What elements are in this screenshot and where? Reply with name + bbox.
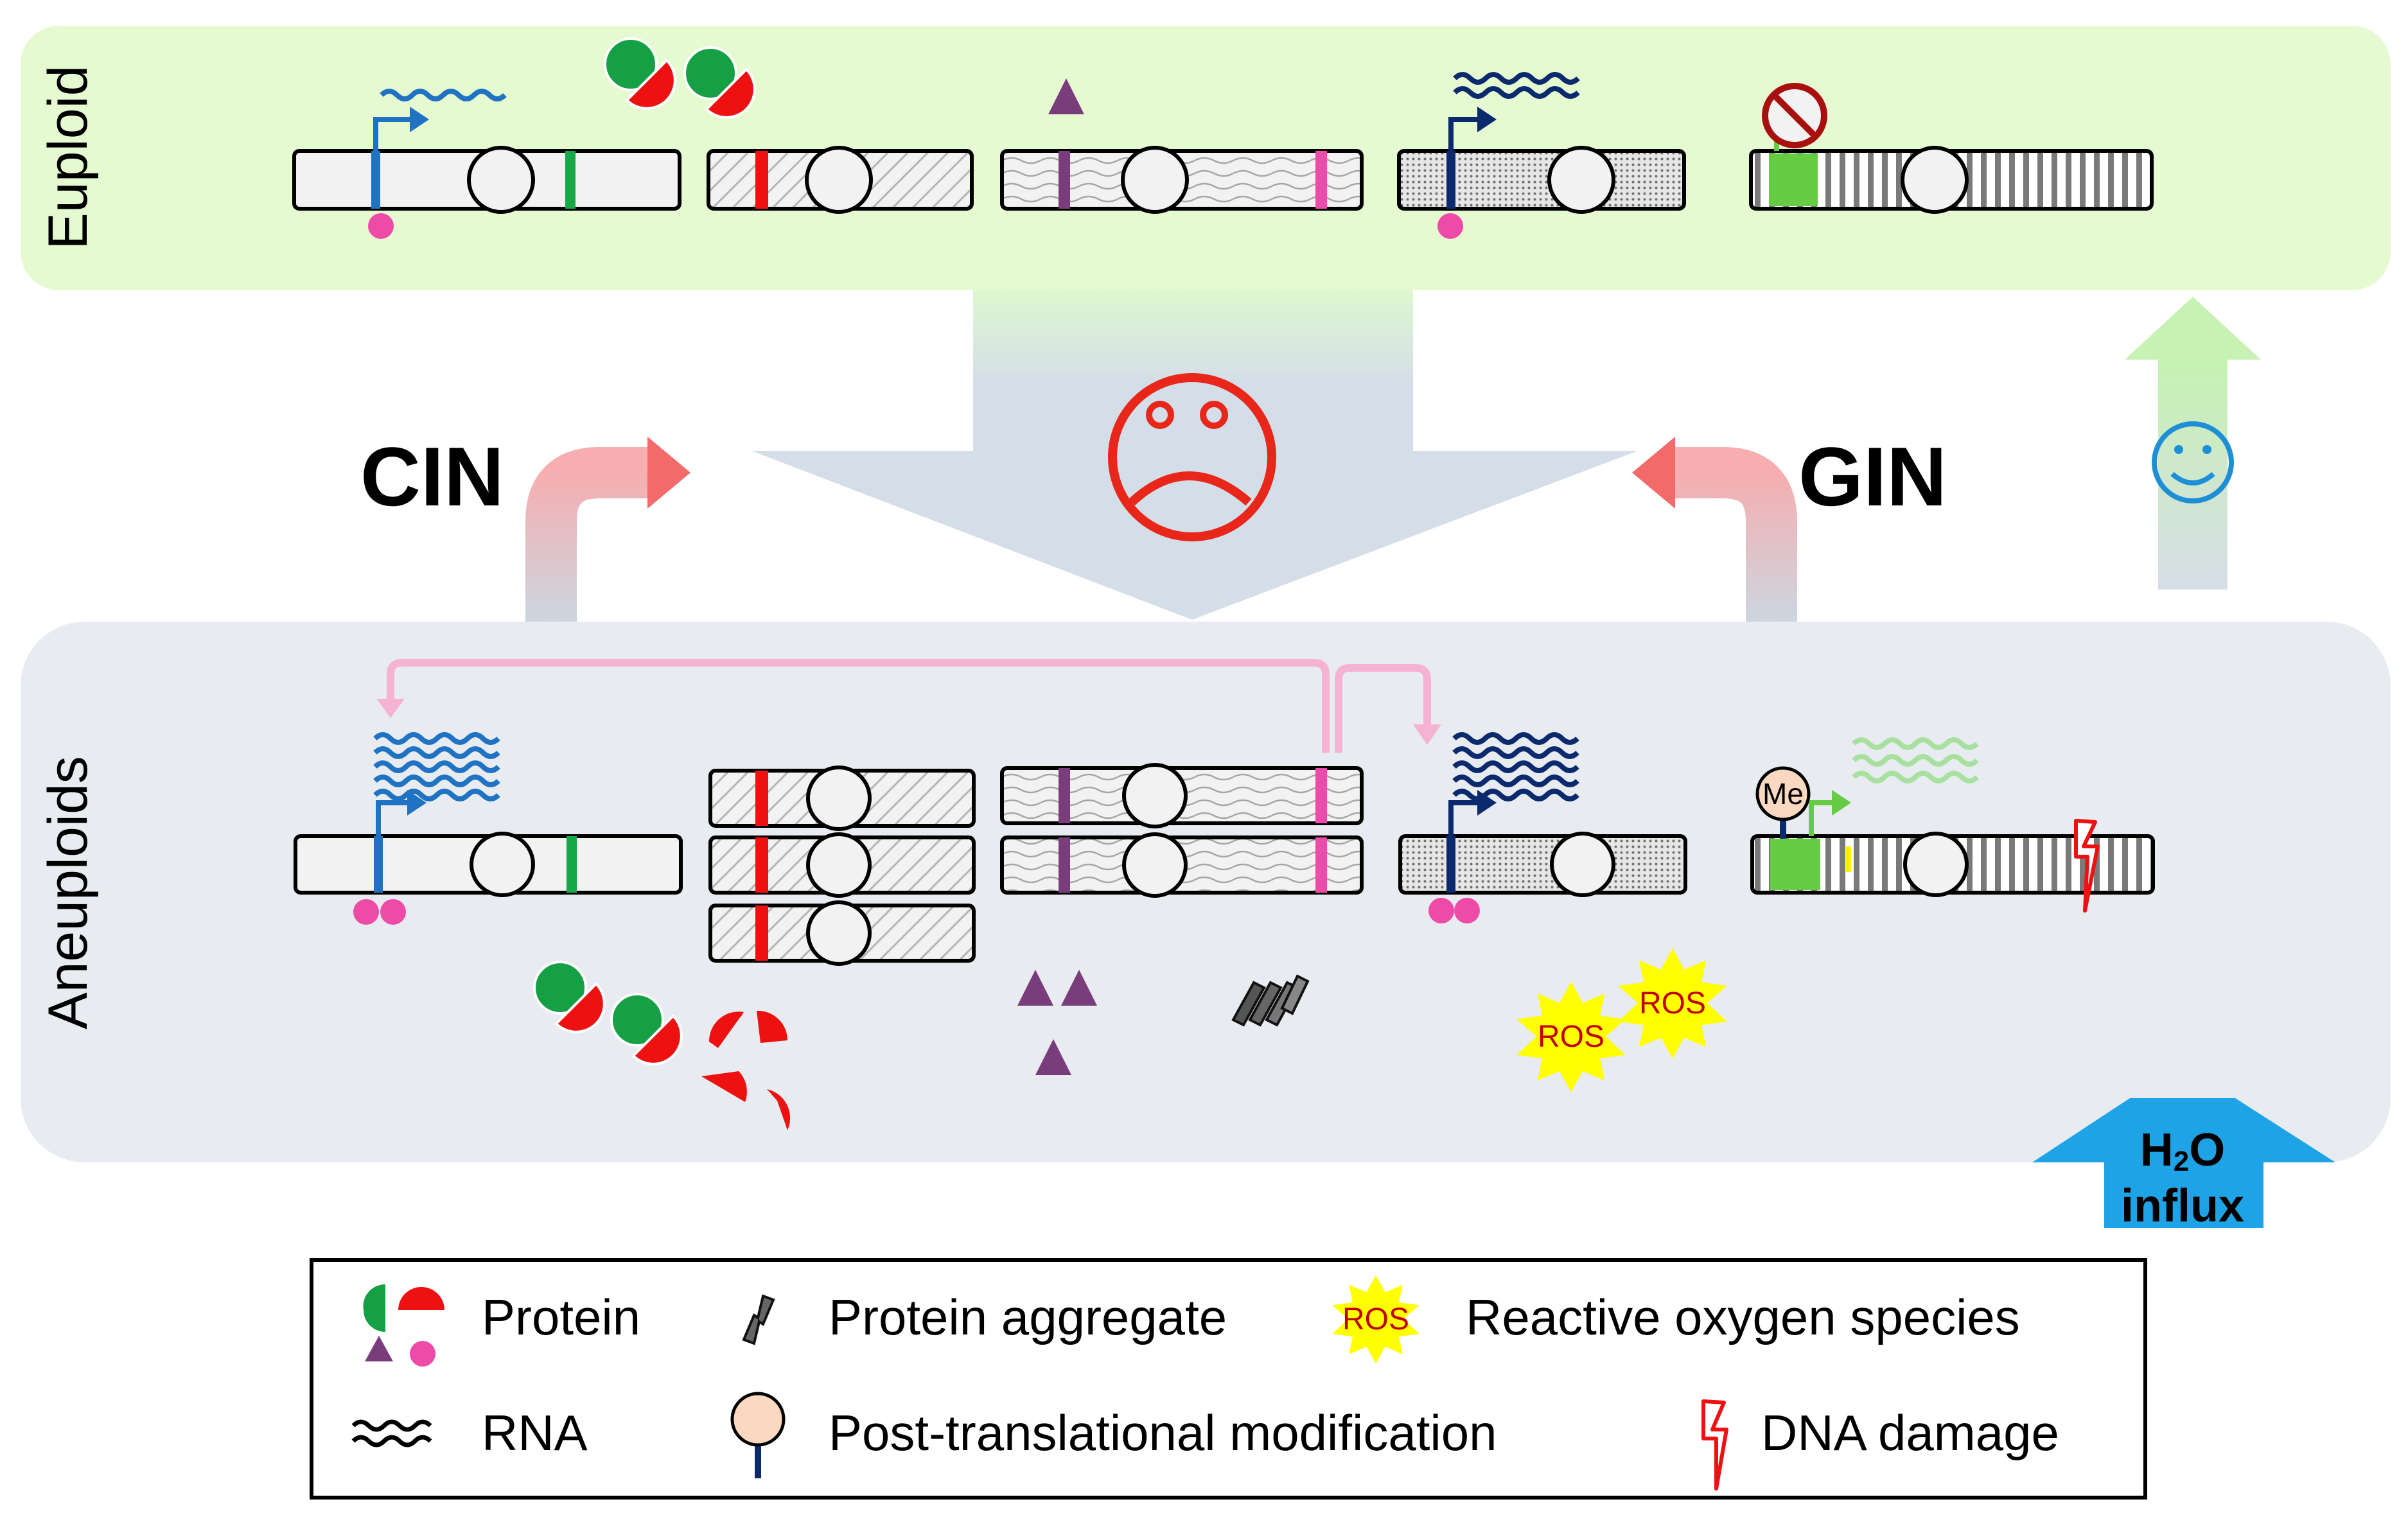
legend-ptm-icon xyxy=(730,1392,786,1478)
sad-face-icon xyxy=(1108,373,1276,541)
ros-label: ROS xyxy=(1538,1020,1604,1054)
cin-arrow xyxy=(525,437,690,622)
prohibited-icon xyxy=(1762,83,1827,148)
legend-ros-icon: ROS xyxy=(1332,1275,1419,1364)
euploid-chromosome-3 xyxy=(1000,146,1364,214)
euploid-chromosome-2 xyxy=(707,146,974,214)
ros-burst: ROS xyxy=(1618,948,1727,1059)
aneuploid-chromosome-3-copies xyxy=(1000,763,1364,898)
methyl-ptm-icon: Me xyxy=(1755,766,1811,839)
legend: Protein Protein aggregate ROS Reactive o… xyxy=(310,1258,2147,1500)
ros-label: ROS xyxy=(1639,986,1706,1020)
aneuploids-label: Aneuploids xyxy=(37,756,99,1029)
aneuploid-chromosome-5: Me xyxy=(1750,740,2155,913)
aneuploid-chromosome-1 xyxy=(294,735,683,925)
legend-protein-label: Protein xyxy=(482,1289,640,1345)
legend-aggregate-label: Protein aggregate xyxy=(829,1289,1227,1345)
euploid-label: Euploid xyxy=(37,66,99,250)
legend-dna-damage-label: DNA damage xyxy=(1761,1404,2059,1461)
gin-arrow xyxy=(1632,437,1797,622)
legend-aggregate-icon xyxy=(742,1294,775,1345)
ros-burst: ROS xyxy=(1516,981,1626,1092)
legend-dna-damage-icon xyxy=(1701,1399,1728,1491)
degraded-protein-icon xyxy=(701,1010,791,1130)
legend-rna-icon xyxy=(351,1419,432,1448)
legend-rna-label: RNA xyxy=(482,1404,588,1461)
svg-text:ROS: ROS xyxy=(1342,1302,1409,1336)
euploid-chromosome-4 xyxy=(1397,74,1686,239)
h2o-label: H2O xyxy=(2140,1124,2226,1177)
cin-label: CIN xyxy=(360,430,504,523)
legend-ros-label: Reactive oxygen species xyxy=(1466,1289,2020,1345)
dna-damage-icon xyxy=(2074,819,2100,913)
me-label: Me xyxy=(1762,777,1804,810)
recovery-arrow xyxy=(2125,297,2261,590)
protein-aggregate-icon xyxy=(1231,974,1310,1027)
h2o-influx-arrow: H2O influx xyxy=(2032,1098,2335,1232)
aneuploid-chromosome-4 xyxy=(1398,735,1687,923)
aneuploid-chromosome-2-copies xyxy=(708,765,976,966)
legend-protein-icon xyxy=(363,1284,444,1367)
feedback-arrows xyxy=(376,659,1441,753)
legend-ptm-label: Post-translational modification xyxy=(829,1404,1497,1461)
euploid-chromosome-1 xyxy=(292,91,681,239)
happy-face-icon xyxy=(2152,421,2234,503)
influx-label: influx xyxy=(2121,1180,2244,1232)
gin-label: GIN xyxy=(1798,430,1947,523)
euploid-chromosome-5 xyxy=(1749,83,2154,214)
